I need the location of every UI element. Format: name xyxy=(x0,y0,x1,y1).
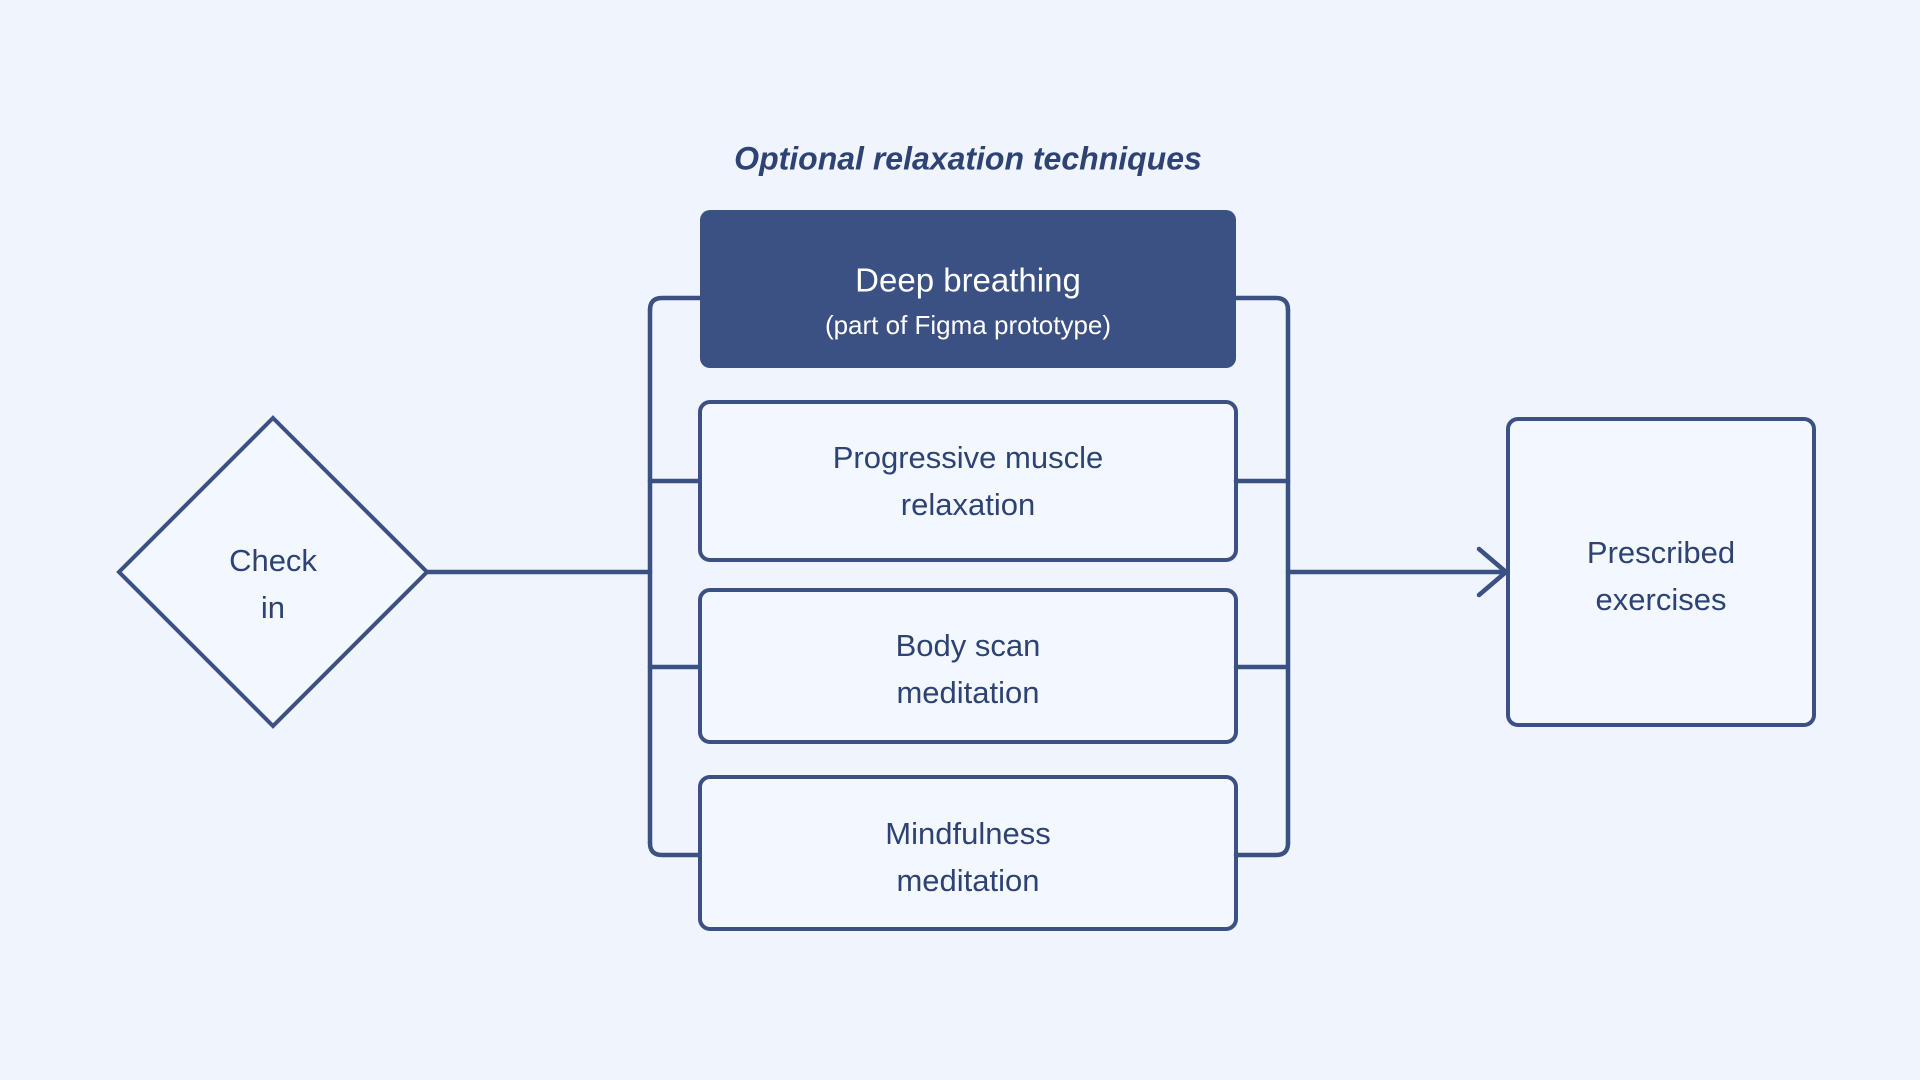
right-bracket-arm-1 xyxy=(1233,295,1291,313)
prescribed-exercises-shape-outline xyxy=(1506,417,1816,727)
check-in-shape-outline xyxy=(116,415,430,729)
option-box-progressive-muscle-relaxation[interactable]: Progressive muscle relaxation xyxy=(698,400,1238,562)
mindfulness-meditation-shape-fill xyxy=(700,777,1236,929)
right-bracket xyxy=(1233,295,1291,858)
option-box-body-scan-meditation[interactable]: Body scan meditation xyxy=(698,588,1238,744)
prescribed-exercises-shape-fill xyxy=(1508,419,1814,725)
node-check-in[interactable]: Check in xyxy=(116,415,430,729)
deep-breathing-label-line1: Deep breathing xyxy=(855,262,1081,299)
option-box-deep-breathing[interactable]: Deep breathing (part of Figma prototype) xyxy=(700,210,1236,368)
mindfulness-meditation-label-line2: meditation xyxy=(896,863,1039,898)
check-in-label-line1: Check xyxy=(229,543,317,578)
right-bracket-arm-4 xyxy=(1233,840,1291,858)
progressive-muscle-relaxation-label-line2: relaxation xyxy=(901,487,1035,522)
prescribed-exercises-label-line2: exercises xyxy=(1596,582,1727,617)
deep-breathing-shape xyxy=(700,210,1236,368)
node-prescribed-exercises[interactable]: Prescribed exercises xyxy=(1506,417,1816,727)
check-in-label-line2: in xyxy=(261,590,285,625)
body-scan-meditation-label-line1: Body scan xyxy=(896,628,1041,663)
progressive-muscle-relaxation-shape-fill xyxy=(700,402,1236,560)
mindfulness-meditation-label-line1: Mindfulness xyxy=(885,816,1050,851)
body-scan-meditation-label-line2: meditation xyxy=(896,675,1039,710)
left-bracket xyxy=(647,295,703,858)
progressive-muscle-relaxation-label-line1: Progressive muscle xyxy=(833,440,1103,475)
group-title: Optional relaxation techniques xyxy=(734,140,1202,176)
left-bracket-arm-4 xyxy=(647,840,703,858)
left-bracket-arm-1 xyxy=(647,295,703,313)
prescribed-exercises-label-line1: Prescribed xyxy=(1587,535,1735,570)
deep-breathing-label-line2: (part of Figma prototype) xyxy=(825,310,1111,340)
option-box-mindfulness-meditation[interactable]: Mindfulness meditation xyxy=(698,775,1238,931)
body-scan-meditation-shape-fill xyxy=(700,590,1236,742)
